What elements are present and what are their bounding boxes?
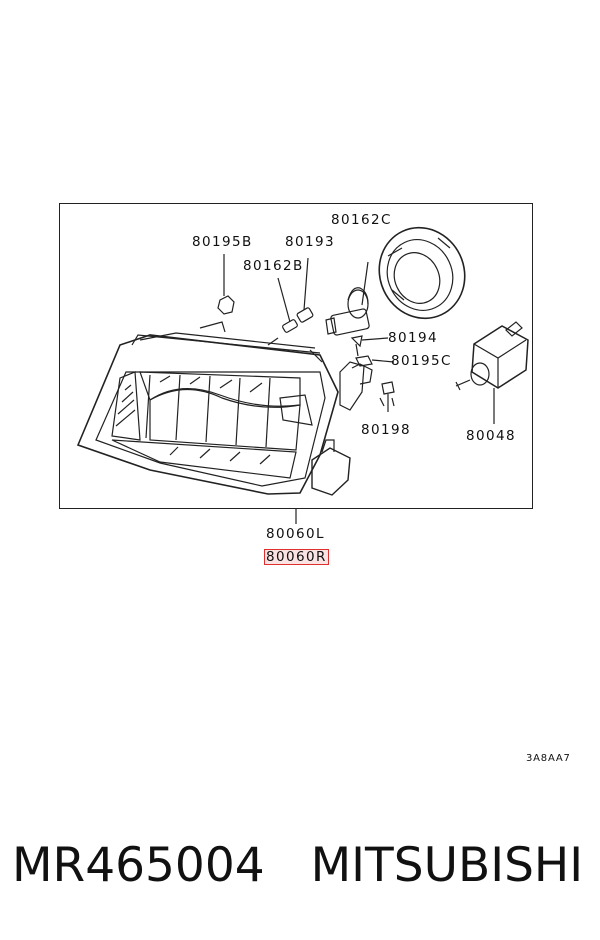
headlamp-housing: [76, 321, 373, 496]
part-number: MR465004: [12, 838, 265, 893]
callout-80162C: 80162C: [331, 212, 392, 228]
reflector-ring: [378, 226, 466, 320]
callout-80195C: 80195C: [391, 353, 452, 369]
brand-name: MITSUBISHI: [310, 838, 584, 893]
small-parts: [217, 254, 395, 524]
callout-80060L: 80060L: [266, 526, 325, 542]
reference-code: 3A8AA7: [526, 753, 571, 764]
callout-80193: 80193: [285, 234, 335, 250]
callout-80060R-highlighted: 80060R: [264, 549, 329, 565]
part-caption: MR465004 MITSUBISHI: [12, 838, 600, 893]
callout-80048: 80048: [466, 428, 516, 444]
bulb-80162c: [325, 261, 370, 336]
callout-80198: 80198: [361, 422, 411, 438]
leveling-motor-80048: [455, 321, 529, 424]
callout-80162B: 80162B: [243, 258, 304, 274]
callout-80194: 80194: [388, 330, 438, 346]
callout-80195B: 80195B: [192, 234, 253, 250]
